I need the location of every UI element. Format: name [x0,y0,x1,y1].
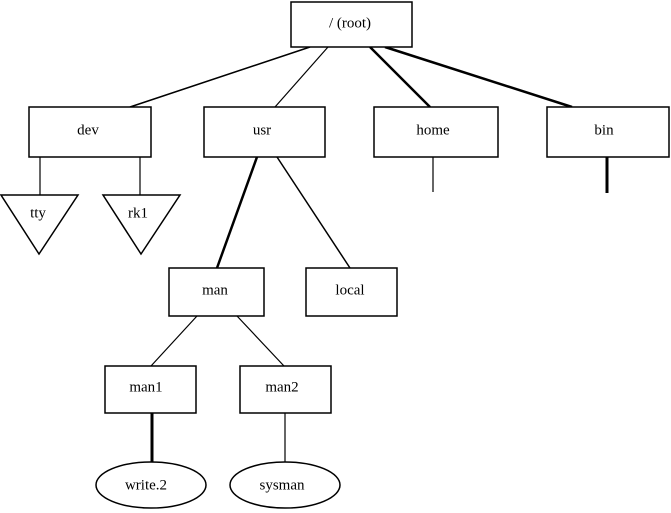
edge-root-usr [274,46,329,108]
edge-root-bin [384,45,573,109]
node-usr-box [203,106,326,158]
node-bin-box [546,106,670,158]
label-man1: man1 [129,379,162,395]
node-rk1-triangle [101,194,182,256]
node-tty-triangle [0,194,80,256]
label-tty: tty [30,205,46,221]
label-write2: write.2 [125,477,167,493]
edges [39,45,609,462]
label-root: / (root) [329,15,371,31]
label-dev: dev [77,122,99,138]
label-usr: usr [253,122,271,138]
node-sysman-ellipse [229,461,341,509]
label-home: home [416,122,450,138]
node-home-box [373,106,499,158]
label-local: local [335,282,364,298]
node-dev-box [28,106,152,158]
edge-usr-local [276,156,351,269]
label-sysman: sysman [260,477,306,493]
node-write2-ellipse [95,461,207,509]
edge-root-dev [129,46,311,108]
label-bin: bin [594,122,614,138]
node-root-box [290,1,413,48]
node-man1-box [104,365,197,414]
label-rk1: rk1 [128,205,148,221]
label-man2: man2 [265,379,298,395]
edge-root-home [369,46,431,108]
edge-man-man2 [236,315,285,367]
label-man: man [202,282,228,298]
edge-man-man1 [150,315,198,367]
node-man-box [168,267,265,317]
node-man2-box [239,365,332,414]
edge-usr-man [215,156,259,269]
node-local-box [305,267,398,317]
